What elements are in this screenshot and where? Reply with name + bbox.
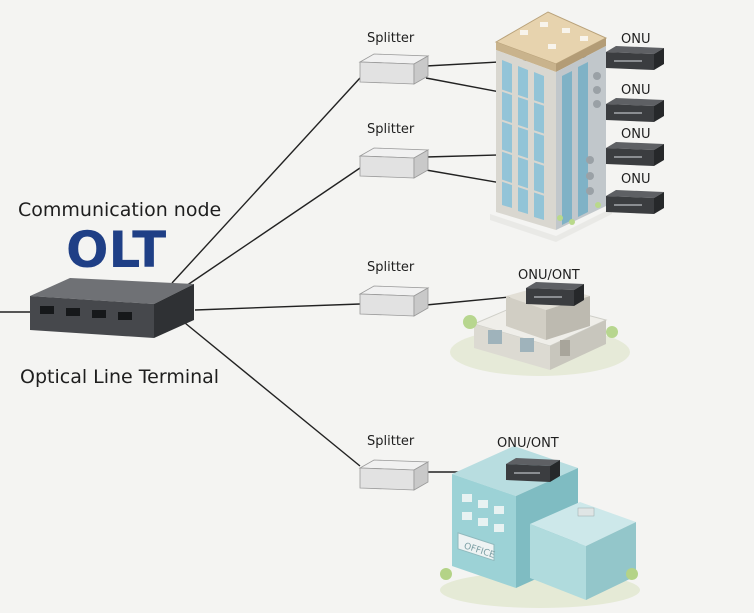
fiber-olt-splitter-2 [179, 167, 361, 291]
onu-1 [606, 46, 664, 70]
olt-port [66, 308, 80, 316]
olt-port [118, 312, 132, 320]
ont-1 [526, 282, 584, 306]
olt-acronym: OLT [66, 221, 166, 279]
onu-4 [606, 190, 664, 214]
onu-3 [606, 142, 664, 166]
fiber-olt-splitter-3 [194, 303, 361, 311]
fiber-olt-splitter-4 [184, 322, 361, 467]
splitter-2 [358, 147, 430, 179]
splitter-3-label: Splitter [367, 260, 415, 275]
onu-4-label: ONU [621, 172, 650, 187]
fiber-olt-splitter-1 [171, 77, 361, 284]
splitter-3 [358, 285, 430, 317]
skyscraper-building [490, 11, 612, 242]
office-building: OFFICE [440, 446, 640, 608]
olt-port [40, 306, 54, 314]
onu-3-label: ONU [621, 127, 650, 142]
splitter-1 [358, 53, 430, 85]
onu-2 [606, 98, 664, 122]
ont-2-label: ONU/ONT [497, 436, 559, 451]
splitter-4-label: Splitter [367, 434, 415, 449]
fiber-splitter3-ont1 [425, 295, 521, 306]
olt-port [92, 310, 106, 318]
onu-2-label: ONU [621, 83, 650, 98]
olt-caption-bottom: Optical Line Terminal [20, 366, 219, 388]
olt-device [30, 278, 194, 338]
splitter-1-label: Splitter [367, 31, 415, 46]
ont-1-label: ONU/ONT [518, 268, 580, 283]
splitter-4 [358, 459, 430, 491]
olt-caption-top: Communication node [18, 199, 221, 221]
onu-1-label: ONU [621, 32, 650, 47]
ont-2 [506, 458, 560, 482]
splitter-2-label: Splitter [367, 122, 415, 137]
